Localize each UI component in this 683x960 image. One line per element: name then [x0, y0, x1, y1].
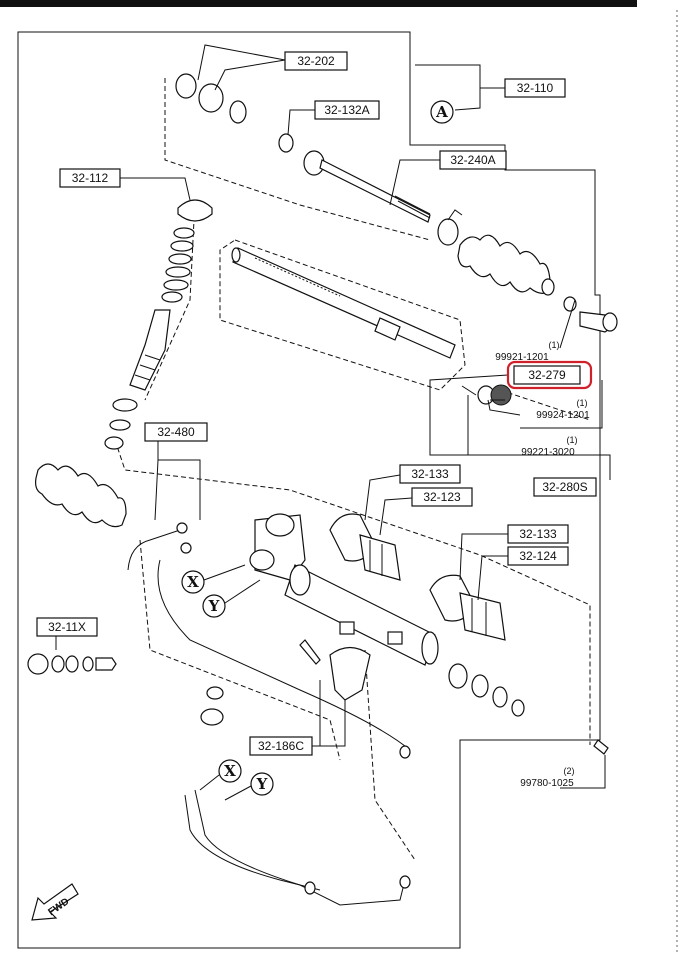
label-32-123: 32-123 — [423, 490, 461, 504]
housing-clip-2 — [387, 631, 403, 645]
marker-a-text: A — [435, 103, 448, 121]
washer-32-132A — [278, 133, 294, 153]
qty-99780: (2) — [564, 766, 575, 776]
pn-99221: 99221-3020 — [521, 447, 575, 458]
label-32-480: 32-480 — [157, 425, 195, 439]
label-32-279: 32-279 — [528, 368, 566, 382]
fwd-arrow: FWD — [31, 883, 79, 921]
housing-clip-1 — [339, 621, 355, 635]
steering-boot-right — [457, 234, 555, 296]
tie-rod — [303, 150, 431, 223]
dashed-line-bracket — [364, 649, 416, 861]
qty-99221: (1) — [567, 435, 578, 445]
castle-nut-parts — [461, 384, 512, 406]
callout-32-11X[interactable]: 32-11X — [36, 617, 98, 637]
marker-x-upper: X — [181, 570, 205, 594]
marker-x-lower: X — [218, 759, 242, 783]
qty-99921: (1) — [549, 340, 560, 350]
label-32-186C: 32-186C — [258, 739, 304, 753]
marker-x-lower-text: X — [224, 762, 236, 780]
label-32-110: 32-110 — [517, 81, 554, 95]
pn-99924: 99924-1201 — [536, 410, 590, 421]
label-32-124: 32-124 — [519, 549, 557, 563]
boot-wire — [447, 209, 463, 221]
rack-bar — [231, 247, 456, 359]
label-32-202: 32-202 — [297, 54, 335, 68]
label-32-112: 32-112 — [72, 171, 109, 185]
dashed-region-housing — [114, 439, 591, 745]
label-32-280S: 32-280S — [542, 480, 587, 494]
marker-y-upper-text: Y — [208, 597, 220, 615]
mount-bushing-right — [429, 574, 506, 641]
callout-32-133-lower[interactable]: 32-133 — [507, 524, 569, 544]
mounting-bolt — [299, 639, 321, 665]
callout-32-240A[interactable]: 32-240A — [439, 150, 507, 170]
marker-y-upper: Y — [202, 594, 226, 618]
marker-a: A — [430, 100, 454, 124]
marker-x-upper-line — [203, 564, 246, 581]
callout-32-186C[interactable]: 32-186C — [249, 736, 313, 756]
page-top-bar — [0, 0, 637, 7]
label-32-11X: 32-11X — [48, 620, 86, 634]
highlight-32-279 — [506, 360, 593, 390]
callout-32-280S[interactable]: 32-280S — [533, 477, 597, 497]
pn-99780: 99780-1025 — [520, 778, 574, 789]
label-32-240A: 32-240A — [450, 153, 495, 167]
callout-32-202[interactable]: 32-202 — [284, 51, 348, 71]
marker-x-upper-text: X — [187, 573, 199, 591]
callout-32-112[interactable]: 32-112 — [59, 168, 121, 188]
tie-rod-end — [563, 296, 618, 333]
label-32-133-upper: 32-133 — [411, 467, 449, 481]
dashed-line-tie-end — [499, 389, 591, 421]
dashed-region-tie-rod — [164, 78, 431, 241]
end-seals — [448, 663, 525, 717]
callout-32-279[interactable]: 32-279 — [506, 360, 593, 390]
marker-y-lower-text: Y — [256, 775, 268, 793]
pipe-fittings — [27, 653, 117, 675]
label-32-132A: 32-132A — [324, 103, 369, 117]
bolt-99780 — [593, 739, 609, 755]
marker-x-lower-line — [199, 774, 220, 791]
callout-32-110[interactable]: 32-110 — [504, 78, 566, 98]
clamp-bracket — [329, 646, 371, 701]
label-32-133-lower: 32-133 — [519, 527, 557, 541]
pinion-shaft — [104, 199, 213, 450]
marker-y-upper-line — [224, 579, 261, 604]
marker-y-lower: Y — [250, 772, 274, 796]
return-lines — [184, 789, 411, 906]
yoke-nuts — [200, 686, 224, 726]
callout-32-123[interactable]: 32-123 — [411, 487, 473, 507]
steering-boot-left — [35, 463, 127, 528]
callout-32-132A[interactable]: 32-132A — [314, 100, 380, 120]
bushing-set — [175, 73, 247, 124]
callout-32-124[interactable]: 32-124 — [507, 546, 569, 566]
callout-32-133-upper[interactable]: 32-133 — [399, 464, 461, 484]
mount-bushing-left — [329, 513, 401, 581]
pressure-lines — [127, 522, 411, 759]
callout-32-480[interactable]: 32-480 — [144, 422, 208, 442]
boot-clip — [437, 218, 459, 246]
assembly-boundary — [17, 31, 601, 949]
dashed-region-rack — [219, 239, 466, 391]
dashed-region-pipes — [139, 539, 341, 761]
marker-y-lower-line — [224, 785, 252, 801]
qty-99924: (1) — [577, 398, 588, 408]
leader-lines — [55, 44, 611, 789]
pn-99921: 99921-1201 — [495, 352, 549, 363]
